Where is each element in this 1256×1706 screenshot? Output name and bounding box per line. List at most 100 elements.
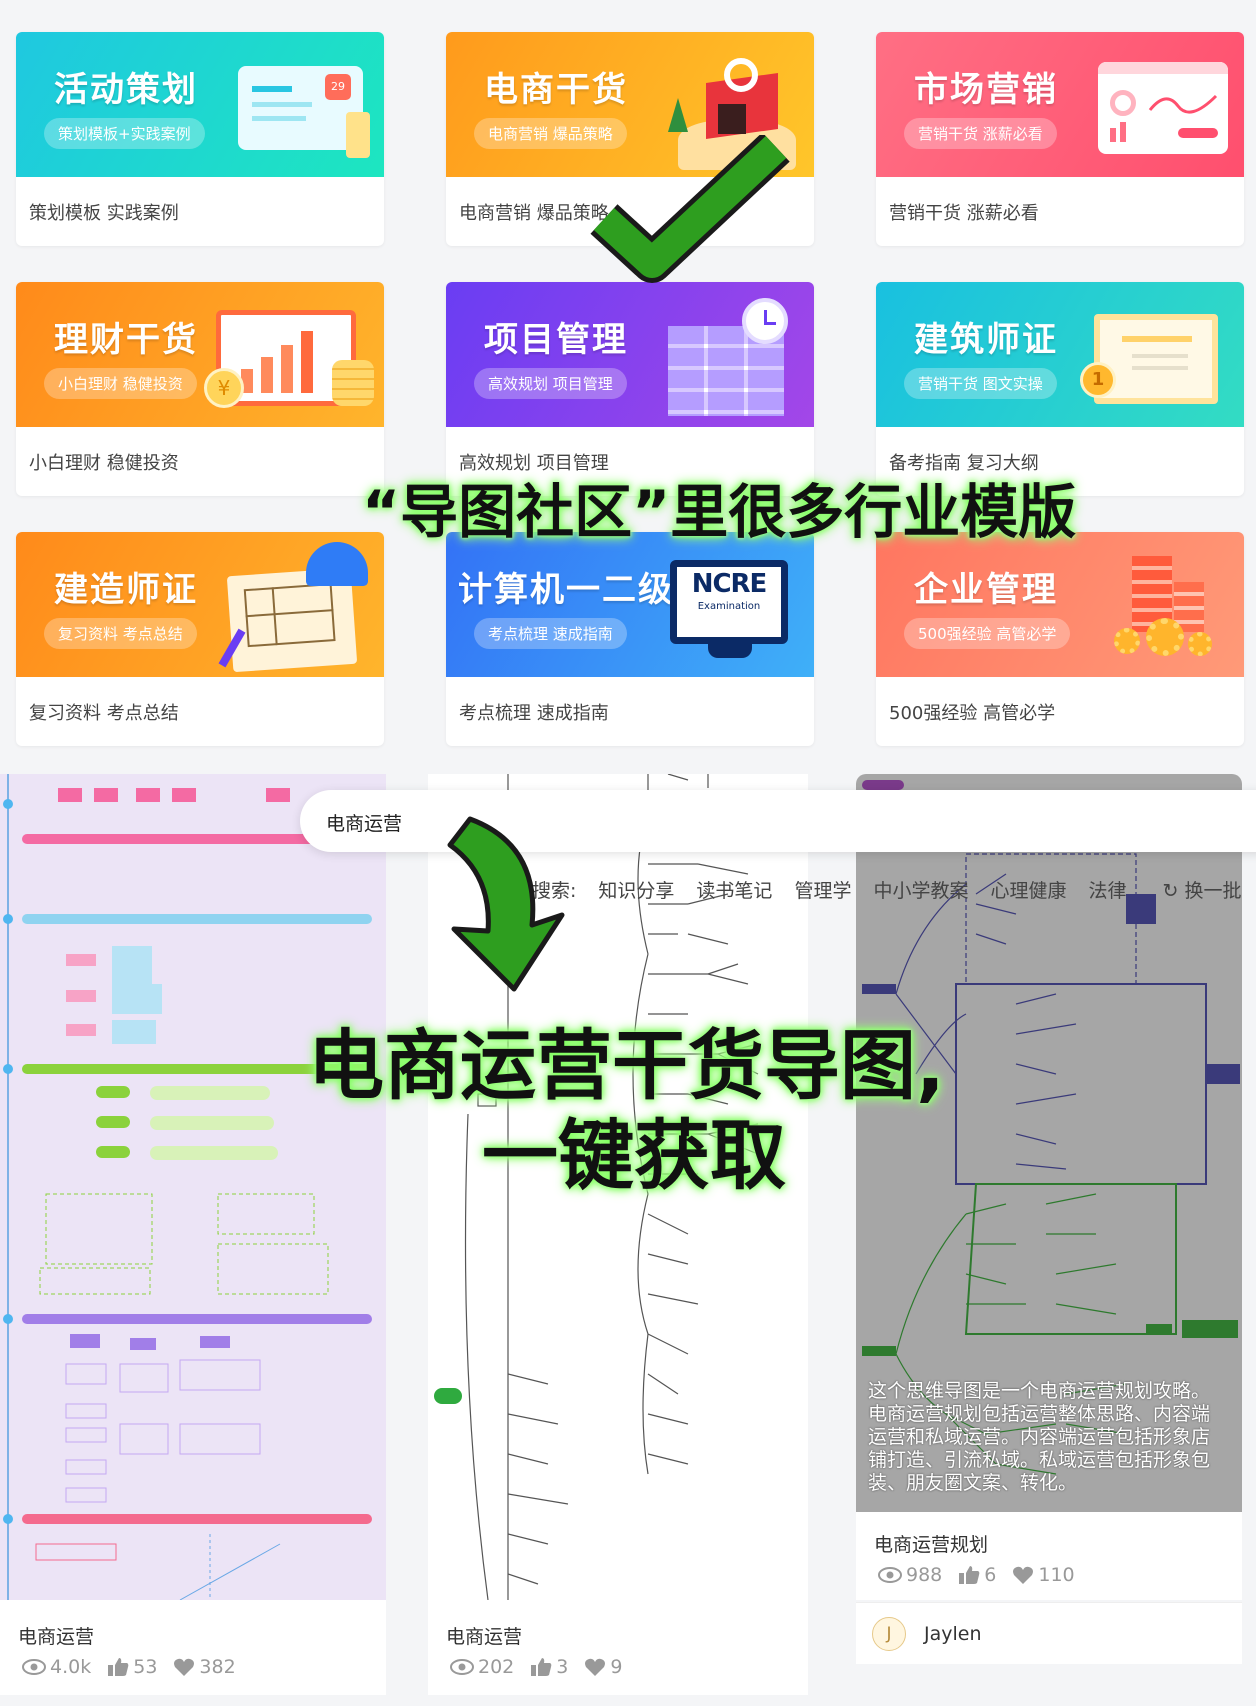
result-title[interactable]: 电商运营 bbox=[18, 1626, 95, 1648]
result-description: 这个思维导图是一个电商运营规划攻略。电商运营规划包括运营整体思路、内容端运营和私… bbox=[868, 1380, 1211, 1494]
card-banner: 电商干货 电商营销 爆品策略 bbox=[446, 32, 814, 177]
card-tag: 复习资料 考点总结 bbox=[44, 618, 197, 649]
template-card-finance[interactable]: 理财干货 小白理财 稳健投资 ¥ 小白理财 稳健投资 bbox=[16, 282, 384, 496]
heart-icon bbox=[1013, 1566, 1034, 1584]
gear-icon bbox=[1146, 618, 1184, 656]
author-name[interactable]: Jaylen bbox=[924, 1623, 982, 1645]
template-card-computer[interactable]: 计算机一二级 考点梳理 速成指南 NCRE Examination 考点梳理 速… bbox=[446, 532, 814, 746]
card-description: 营销干货 涨薪必看 bbox=[889, 203, 1039, 224]
avatar[interactable]: J bbox=[872, 1617, 906, 1651]
ncre-logo: NCRE bbox=[691, 569, 768, 599]
caption-top: “导图社区”里很多行业模版 bbox=[362, 478, 1077, 546]
mindmap-preview bbox=[862, 780, 1240, 1475]
certificate-icon bbox=[1094, 314, 1218, 404]
result-stats: 988 6 110 bbox=[878, 1564, 1075, 1586]
card-description: 高效规划 项目管理 bbox=[459, 453, 609, 474]
likes-stat[interactable]: 3 bbox=[530, 1656, 568, 1678]
tag-law[interactable]: 法律 bbox=[1088, 880, 1127, 902]
card-banner: 项目管理 高效规划 项目管理 bbox=[446, 282, 814, 427]
favorites-stat[interactable]: 382 bbox=[173, 1656, 236, 1678]
card-banner: 活动策划 策划模板+实践案例 29 bbox=[16, 32, 384, 177]
result-title[interactable]: 电商运营规划 bbox=[874, 1534, 989, 1556]
card-title: 建造师证 bbox=[54, 570, 198, 610]
template-card-builder[interactable]: 建造师证 复习资料 考点总结 复习资料 考点总结 bbox=[16, 532, 384, 746]
result-card-footer-2: 电商运营 202 3 9 bbox=[428, 1600, 808, 1695]
template-card-project[interactable]: 项目管理 高效规划 项目管理 高效规划 项目管理 bbox=[446, 282, 814, 496]
gear-icon bbox=[1114, 628, 1140, 654]
eye-icon bbox=[22, 1659, 46, 1675]
template-card-architect[interactable]: 建筑师证 营销干货 图文实操 1 备考指南 复习大纲 bbox=[876, 282, 1244, 496]
tag-management[interactable]: 管理学 bbox=[794, 880, 852, 902]
card-tag: 电商营销 爆品策略 bbox=[474, 118, 627, 149]
likes-stat[interactable]: 53 bbox=[107, 1656, 157, 1678]
heart-icon bbox=[174, 1658, 195, 1676]
favorites-stat[interactable]: 110 bbox=[1012, 1564, 1075, 1586]
tag-lesson-plans[interactable]: 中小学教案 bbox=[873, 880, 969, 902]
card-banner: 建筑师证 营销干货 图文实操 1 bbox=[876, 282, 1244, 427]
checkmark-icon bbox=[590, 135, 790, 283]
card-title: 电商干货 bbox=[484, 70, 628, 110]
card-banner: 理财干货 小白理财 稳健投资 ¥ bbox=[16, 282, 384, 427]
gear-icon bbox=[1188, 632, 1212, 656]
hot-tags-label: 搜索: bbox=[532, 880, 577, 902]
thumbs-up-icon bbox=[108, 1658, 129, 1676]
hot-tags: 搜索: 知识分享 读书笔记 管理学 中小学教案 心理健康 法律 ↻ 换一批 bbox=[532, 876, 1241, 903]
template-card-marketing[interactable]: 市场营销 营销干货 涨薪必看 营销干货 涨薪必看 bbox=[876, 32, 1244, 246]
result-card-footer-1: 电商运营 4.0k 53 382 bbox=[0, 1600, 386, 1695]
medal-icon: 1 bbox=[1080, 362, 1116, 398]
template-card-ecommerce[interactable]: 电商干货 电商营销 爆品策略 电商营销 爆品策略 bbox=[446, 32, 814, 246]
card-description: 策划模板 实践案例 bbox=[29, 203, 179, 224]
likes-stat[interactable]: 6 bbox=[958, 1564, 996, 1586]
card-tag: 营销干货 涨薪必看 bbox=[904, 118, 1057, 149]
heart-icon bbox=[585, 1658, 606, 1676]
result-card-footer-3: 电商运营规划 988 6 110 bbox=[856, 1512, 1242, 1600]
monitor-icon: NCRE Examination bbox=[670, 560, 788, 644]
card-description: 小白理财 稳健投资 bbox=[29, 453, 179, 474]
eye-icon bbox=[450, 1659, 474, 1675]
card-banner: 企业管理 500强经验 高管必学 bbox=[876, 532, 1244, 677]
template-card-activity[interactable]: 活动策划 策划模板+实践案例 29 策划模板 实践案例 bbox=[16, 32, 384, 246]
card-banner: 计算机一二级 考点梳理 速成指南 NCRE Examination bbox=[446, 532, 814, 677]
card-tag: 500强经验 高管必学 bbox=[904, 618, 1071, 649]
views-stat: 4.0k bbox=[22, 1656, 91, 1678]
card-tag: 营销干货 图文实操 bbox=[904, 368, 1057, 399]
result-title[interactable]: 电商运营 bbox=[446, 1626, 523, 1648]
document-icon: 29 bbox=[238, 66, 363, 150]
views-stat: 202 bbox=[450, 1656, 514, 1678]
tag-mental-health[interactable]: 心理健康 bbox=[990, 880, 1067, 902]
thumbs-up-icon bbox=[959, 1566, 980, 1584]
ncre-subtitle: Examination bbox=[697, 601, 761, 612]
mindmap-preview bbox=[3, 774, 372, 1600]
tag-reading-notes[interactable]: 读书笔记 bbox=[696, 880, 773, 902]
card-title: 理财干货 bbox=[54, 320, 198, 360]
thumbs-up-icon bbox=[531, 1658, 552, 1676]
card-title: 活动策划 bbox=[54, 70, 198, 110]
card-banner: 建造师证 复习资料 考点总结 bbox=[16, 532, 384, 677]
result-stats: 4.0k 53 382 bbox=[22, 1656, 236, 1678]
card-title: 市场营销 bbox=[914, 70, 1058, 110]
result-stats: 202 3 9 bbox=[450, 1656, 622, 1678]
template-card-enterprise[interactable]: 企业管理 500强经验 高管必学 500强经验 高管必学 bbox=[876, 532, 1244, 746]
caption-mid-line2: 一键获取 bbox=[482, 1111, 786, 1200]
card-description: 复习资料 考点总结 bbox=[29, 703, 179, 724]
views-stat: 988 bbox=[878, 1564, 942, 1586]
mindmap-thumbnail-3[interactable] bbox=[856, 774, 1242, 1512]
dashboard-icon bbox=[1098, 62, 1228, 154]
eye-icon bbox=[878, 1567, 902, 1583]
refresh-icon: ↻ bbox=[1162, 880, 1185, 902]
mindmap-thumbnail-1[interactable] bbox=[0, 774, 386, 1600]
card-description: 备考指南 复习大纲 bbox=[889, 453, 1039, 474]
tag-knowledge[interactable]: 知识分享 bbox=[598, 880, 675, 902]
card-title: 企业管理 bbox=[914, 570, 1058, 610]
card-banner: 市场营销 营销干货 涨薪必看 bbox=[876, 32, 1244, 177]
card-title: 建筑师证 bbox=[914, 320, 1058, 360]
card-tag: 考点梳理 速成指南 bbox=[474, 618, 627, 649]
favorites-stat[interactable]: 9 bbox=[584, 1656, 622, 1678]
helmet-icon bbox=[306, 542, 368, 586]
author-row[interactable]: J Jaylen bbox=[856, 1602, 1242, 1664]
search-value: 电商运营 bbox=[326, 813, 403, 835]
card-title: 计算机一二级 bbox=[458, 570, 674, 610]
card-description: 500强经验 高管必学 bbox=[889, 703, 1056, 724]
card-description: 考点梳理 速成指南 bbox=[459, 703, 609, 724]
refresh-tags-button[interactable]: ↻ 换一批 bbox=[1162, 880, 1242, 902]
